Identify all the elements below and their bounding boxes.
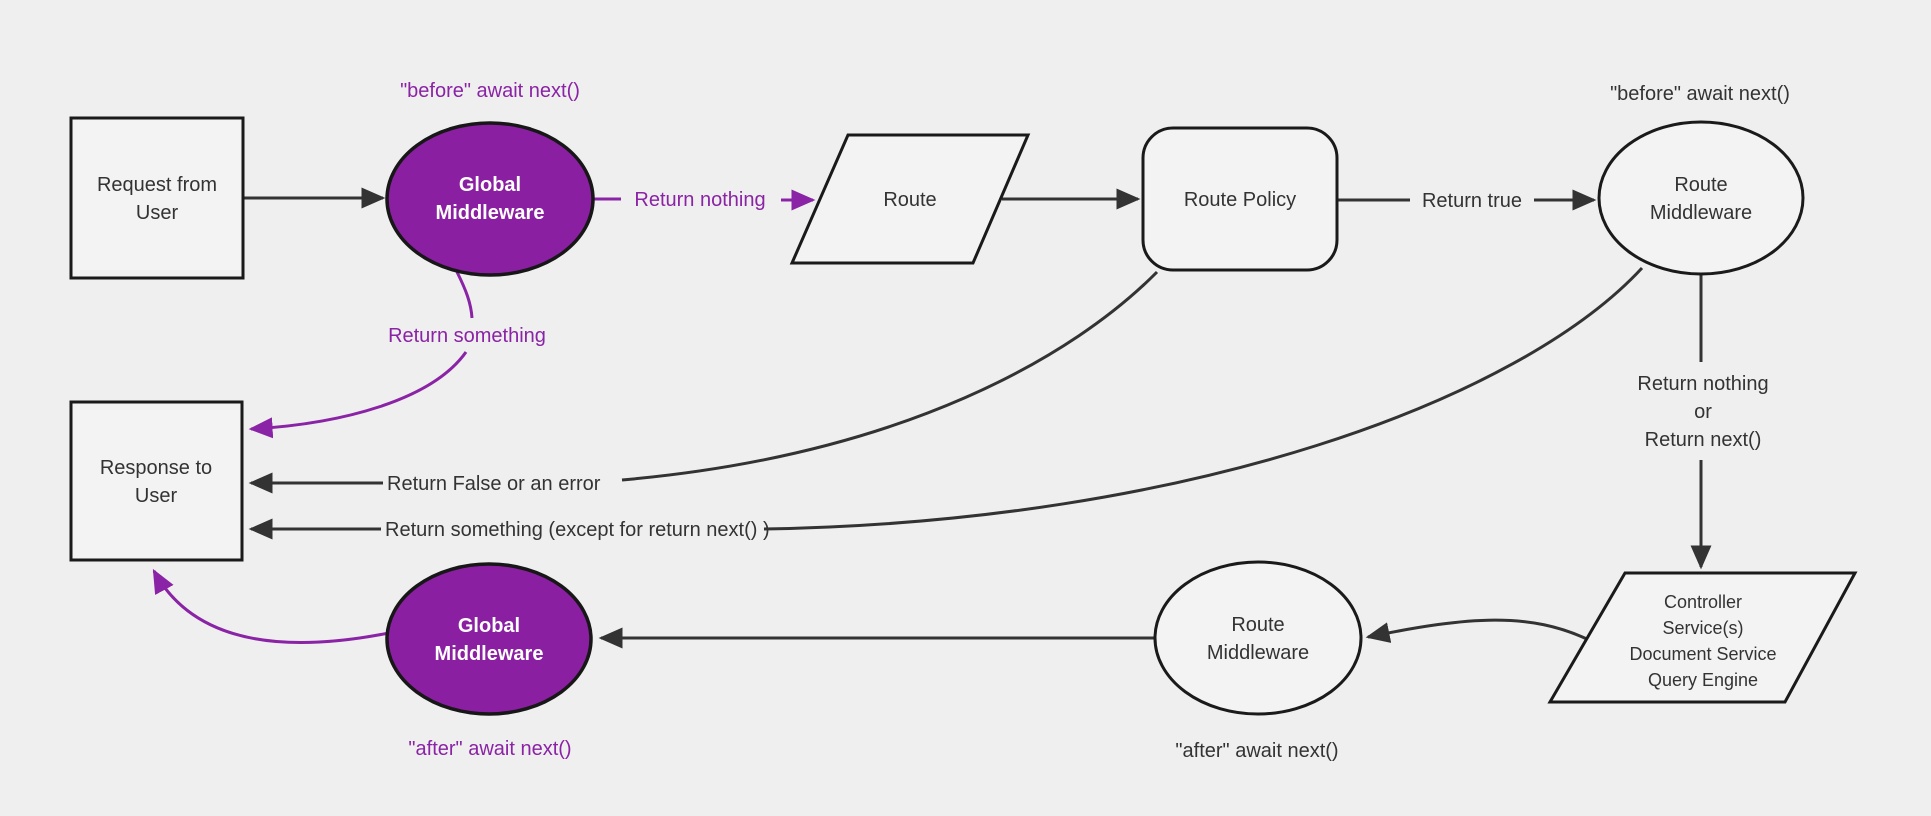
controller-label-line2: Service(s) [1662,618,1743,638]
route-parallelogram [789,133,1031,265]
global-middleware-bottom-node: Global Middleware [385,562,593,716]
global-middleware-bottom-label-line1: Global [458,615,520,637]
edge-controller-to-route-middleware [1365,618,1590,643]
route-middleware-top-ellipse [1597,120,1805,276]
response-to-user-label-line2: User [135,485,178,507]
route-middleware-bottom-node: Route Middleware [1153,560,1363,716]
global-middleware-bottom-label-line2: Middleware [435,643,544,665]
controller-label-line1: Controller [1664,592,1742,612]
request-from-user-box [69,116,245,280]
label-return-nothing: Return nothing [634,189,765,211]
global-middleware-top-node: Global Middleware [385,121,595,277]
route-middleware-bottom-label-line1: Route [1231,614,1284,636]
controller-services-node: Controller Service(s) Document Service Q… [1547,571,1858,704]
response-to-user-label-line1: Response to [100,457,212,479]
request-from-user-label-line1: Request from [97,174,217,196]
route-middleware-top-label-line1: Route [1674,174,1727,196]
route-middleware-bottom-ellipse [1153,560,1363,716]
route-middleware-top-node: Route Middleware [1597,120,1805,276]
label-return-nothing-or-line1: Return nothing [1637,373,1768,395]
route-node: Route [789,133,1031,265]
controller-services-parallelogram [1547,571,1858,704]
edge-global-return-something-arrow [248,351,468,439]
global-middleware-top-label-line2: Middleware [436,202,545,224]
response-to-user-node: Response to User [69,400,244,562]
response-to-user-box [69,400,244,562]
edge-route-middleware-to-response-curve [763,266,1644,531]
label-before-await-next-route: "before" await next() [1610,83,1790,105]
request-from-user-label-line2: User [136,202,179,224]
label-return-nothing-or-next: Return nothing or Return next() [1637,373,1768,451]
label-before-await-next-global: "before" await next() [400,80,580,102]
global-middleware-top-ellipse [385,121,595,277]
label-return-something: Return something [388,325,546,347]
route-policy-box [1141,126,1339,272]
label-return-nothing-or-line2: or [1694,401,1712,423]
label-after-await-next-route: "after" await next() [1175,740,1338,762]
global-middleware-bottom-ellipse [385,562,593,716]
label-after-await-next-global: "after" await next() [408,738,571,760]
route-middleware-top-label-line2: Middleware [1650,202,1752,224]
edge-global-return-something-stub [455,271,474,319]
controller-label-line3: Document Service [1629,644,1776,664]
label-return-false-or-error: Return False or an error [387,473,601,495]
label-return-something-except: Return something (except for return next… [385,519,770,541]
request-from-user-node: Request from User [69,116,245,280]
edge-route-policy-to-response-curve [621,270,1159,482]
route-policy-node: Route Policy [1141,126,1339,272]
label-return-true: Return true [1422,190,1522,212]
controller-label-line4: Query Engine [1648,670,1758,690]
route-middleware-bottom-label-line2: Middleware [1207,642,1309,664]
label-return-nothing-or-line3: Return next() [1645,429,1762,451]
edge-global-middleware-to-response [152,568,390,645]
route-policy-label: Route Policy [1184,189,1296,211]
global-middleware-top-label-line1: Global [459,174,521,196]
route-label: Route [883,189,936,211]
